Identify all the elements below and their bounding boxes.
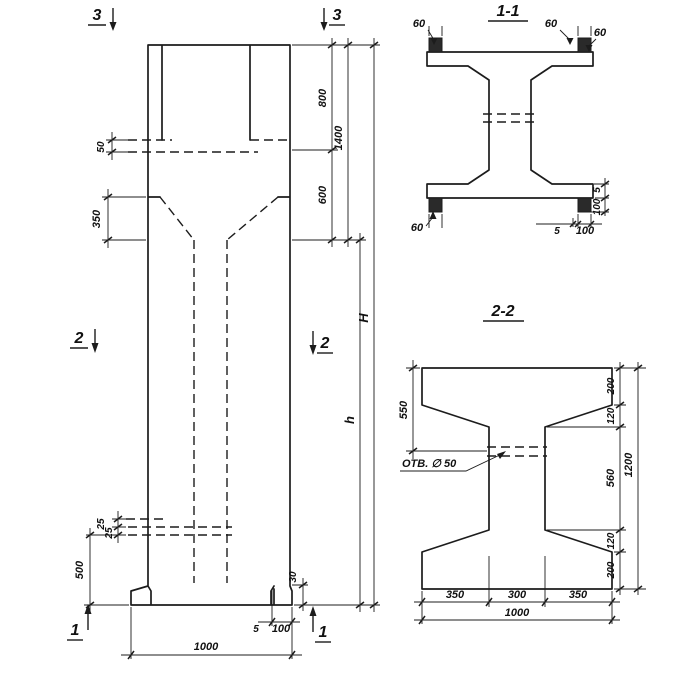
section-1-1-outline	[426, 51, 594, 199]
dim-overall-H: H	[356, 313, 371, 323]
dim-350-right-flange: 350	[569, 589, 588, 601]
dim-350-left-flange: 350	[446, 589, 465, 601]
dim-plate-50: 50	[96, 141, 107, 153]
hole-leader-line	[400, 452, 505, 472]
section-marker-1-left: 1	[67, 604, 92, 641]
marker-1-right-label: 1	[319, 624, 328, 641]
dim-upper-1400: 1400	[333, 125, 345, 150]
marker-2-left-label: 2	[74, 330, 84, 347]
marker-3-left-label: 3	[93, 7, 102, 24]
section-2-2-web-hole	[487, 446, 547, 457]
section-1-1-view: 1-1 60 60 60 60 5 100 5 100	[411, 3, 610, 237]
dim-1200-total: 1200	[623, 452, 635, 477]
dim-1000-total: 1000	[505, 607, 530, 619]
marker-3-right-label: 3	[333, 7, 342, 24]
bearing-plate-bottom-left	[428, 197, 443, 213]
dim-5-bottom: 5	[554, 226, 560, 237]
dim-mid-600: 600	[317, 185, 329, 204]
hole-label: ОТВ. ∅ 50	[402, 458, 457, 470]
marker-1-left-label: 1	[71, 622, 80, 639]
dim-200-top: 200	[606, 377, 617, 395]
dim-550-left: 550	[398, 400, 410, 419]
leader-60-top-right-outer-arrowhead	[585, 45, 593, 52]
dim-foot-5: 5	[253, 624, 259, 635]
dim-base-500: 500	[74, 560, 86, 579]
dim-taper-350: 350	[91, 209, 103, 228]
leader-60-top-right-inner-arrowhead	[566, 38, 574, 45]
section-marker-1-right: 1	[309, 606, 331, 643]
marker-2-right-label: 2	[320, 335, 330, 352]
section-2-2-view: 2-2 ОТВ. ∅ 50 550 200 120 560 120 200 12…	[398, 303, 646, 625]
marker-2-right-arrowhead	[309, 345, 317, 355]
marker-1-left-arrowhead	[84, 604, 92, 614]
dim-5-right: 5	[592, 187, 603, 193]
marker-3-left-arrowhead	[109, 22, 117, 31]
section-marker-2-left: 2	[70, 329, 99, 353]
dim-anchor-25a: 25	[96, 518, 107, 531]
dim-60-top-right-outer: 60	[594, 27, 607, 39]
section-2-2-title: 2-2	[490, 303, 514, 320]
section-marker-3-left: 3	[88, 7, 117, 31]
dim-foot-100: 100	[272, 623, 291, 635]
section-2-2-outline	[421, 367, 613, 590]
marker-1-right-arrowhead	[309, 606, 317, 616]
bearing-plate-bottom-right	[577, 197, 592, 213]
dimension-lines	[89, 38, 375, 656]
dim-anchor-25b: 25	[104, 527, 115, 540]
section-1-1-title: 1-1	[496, 3, 519, 20]
section-1-1-web-hole	[483, 113, 537, 123]
dim-60-top-left: 60	[413, 18, 426, 30]
marker-2-left-arrowhead	[91, 343, 99, 353]
hole-leader-arrowhead	[497, 451, 506, 459]
leader-60-top-left-arrowhead	[430, 38, 438, 45]
section-1-1-ticks	[569, 180, 610, 228]
dim-lower-h: h	[342, 416, 357, 424]
hidden-lines	[126, 139, 290, 583]
dim-upper-800: 800	[317, 88, 329, 107]
dim-60-top-right-inner: 60	[545, 18, 558, 30]
dim-100-right: 100	[592, 198, 603, 215]
marker-3-right-arrowhead	[320, 22, 328, 31]
dim-100-bottom: 100	[576, 225, 595, 237]
leader-60-bottom-left-arrowhead	[429, 211, 437, 219]
dim-120-top: 120	[606, 407, 617, 424]
dim-foot-30: 30	[288, 571, 299, 583]
dim-300-web: 300	[508, 589, 527, 601]
section-marker-2-right: 2	[309, 331, 333, 355]
leader-60-top-right-outer	[588, 38, 597, 47]
dim-120-bottom: 120	[606, 532, 617, 549]
dim-200-bottom: 200	[606, 561, 617, 579]
dim-560-web: 560	[605, 468, 617, 487]
section-2-2-dim-lines	[406, 360, 646, 624]
dimension-ticks	[85, 41, 379, 660]
section-2-2-ticks	[408, 364, 643, 625]
section-marker-3-right: 3	[320, 7, 345, 31]
dim-base-1000: 1000	[194, 641, 219, 653]
dim-60-bottom-left: 60	[411, 222, 424, 234]
column-outline	[130, 44, 293, 606]
elevation-view: 50 350 800 1400 600 H h 25 25 500 30 5 1…	[67, 7, 380, 660]
